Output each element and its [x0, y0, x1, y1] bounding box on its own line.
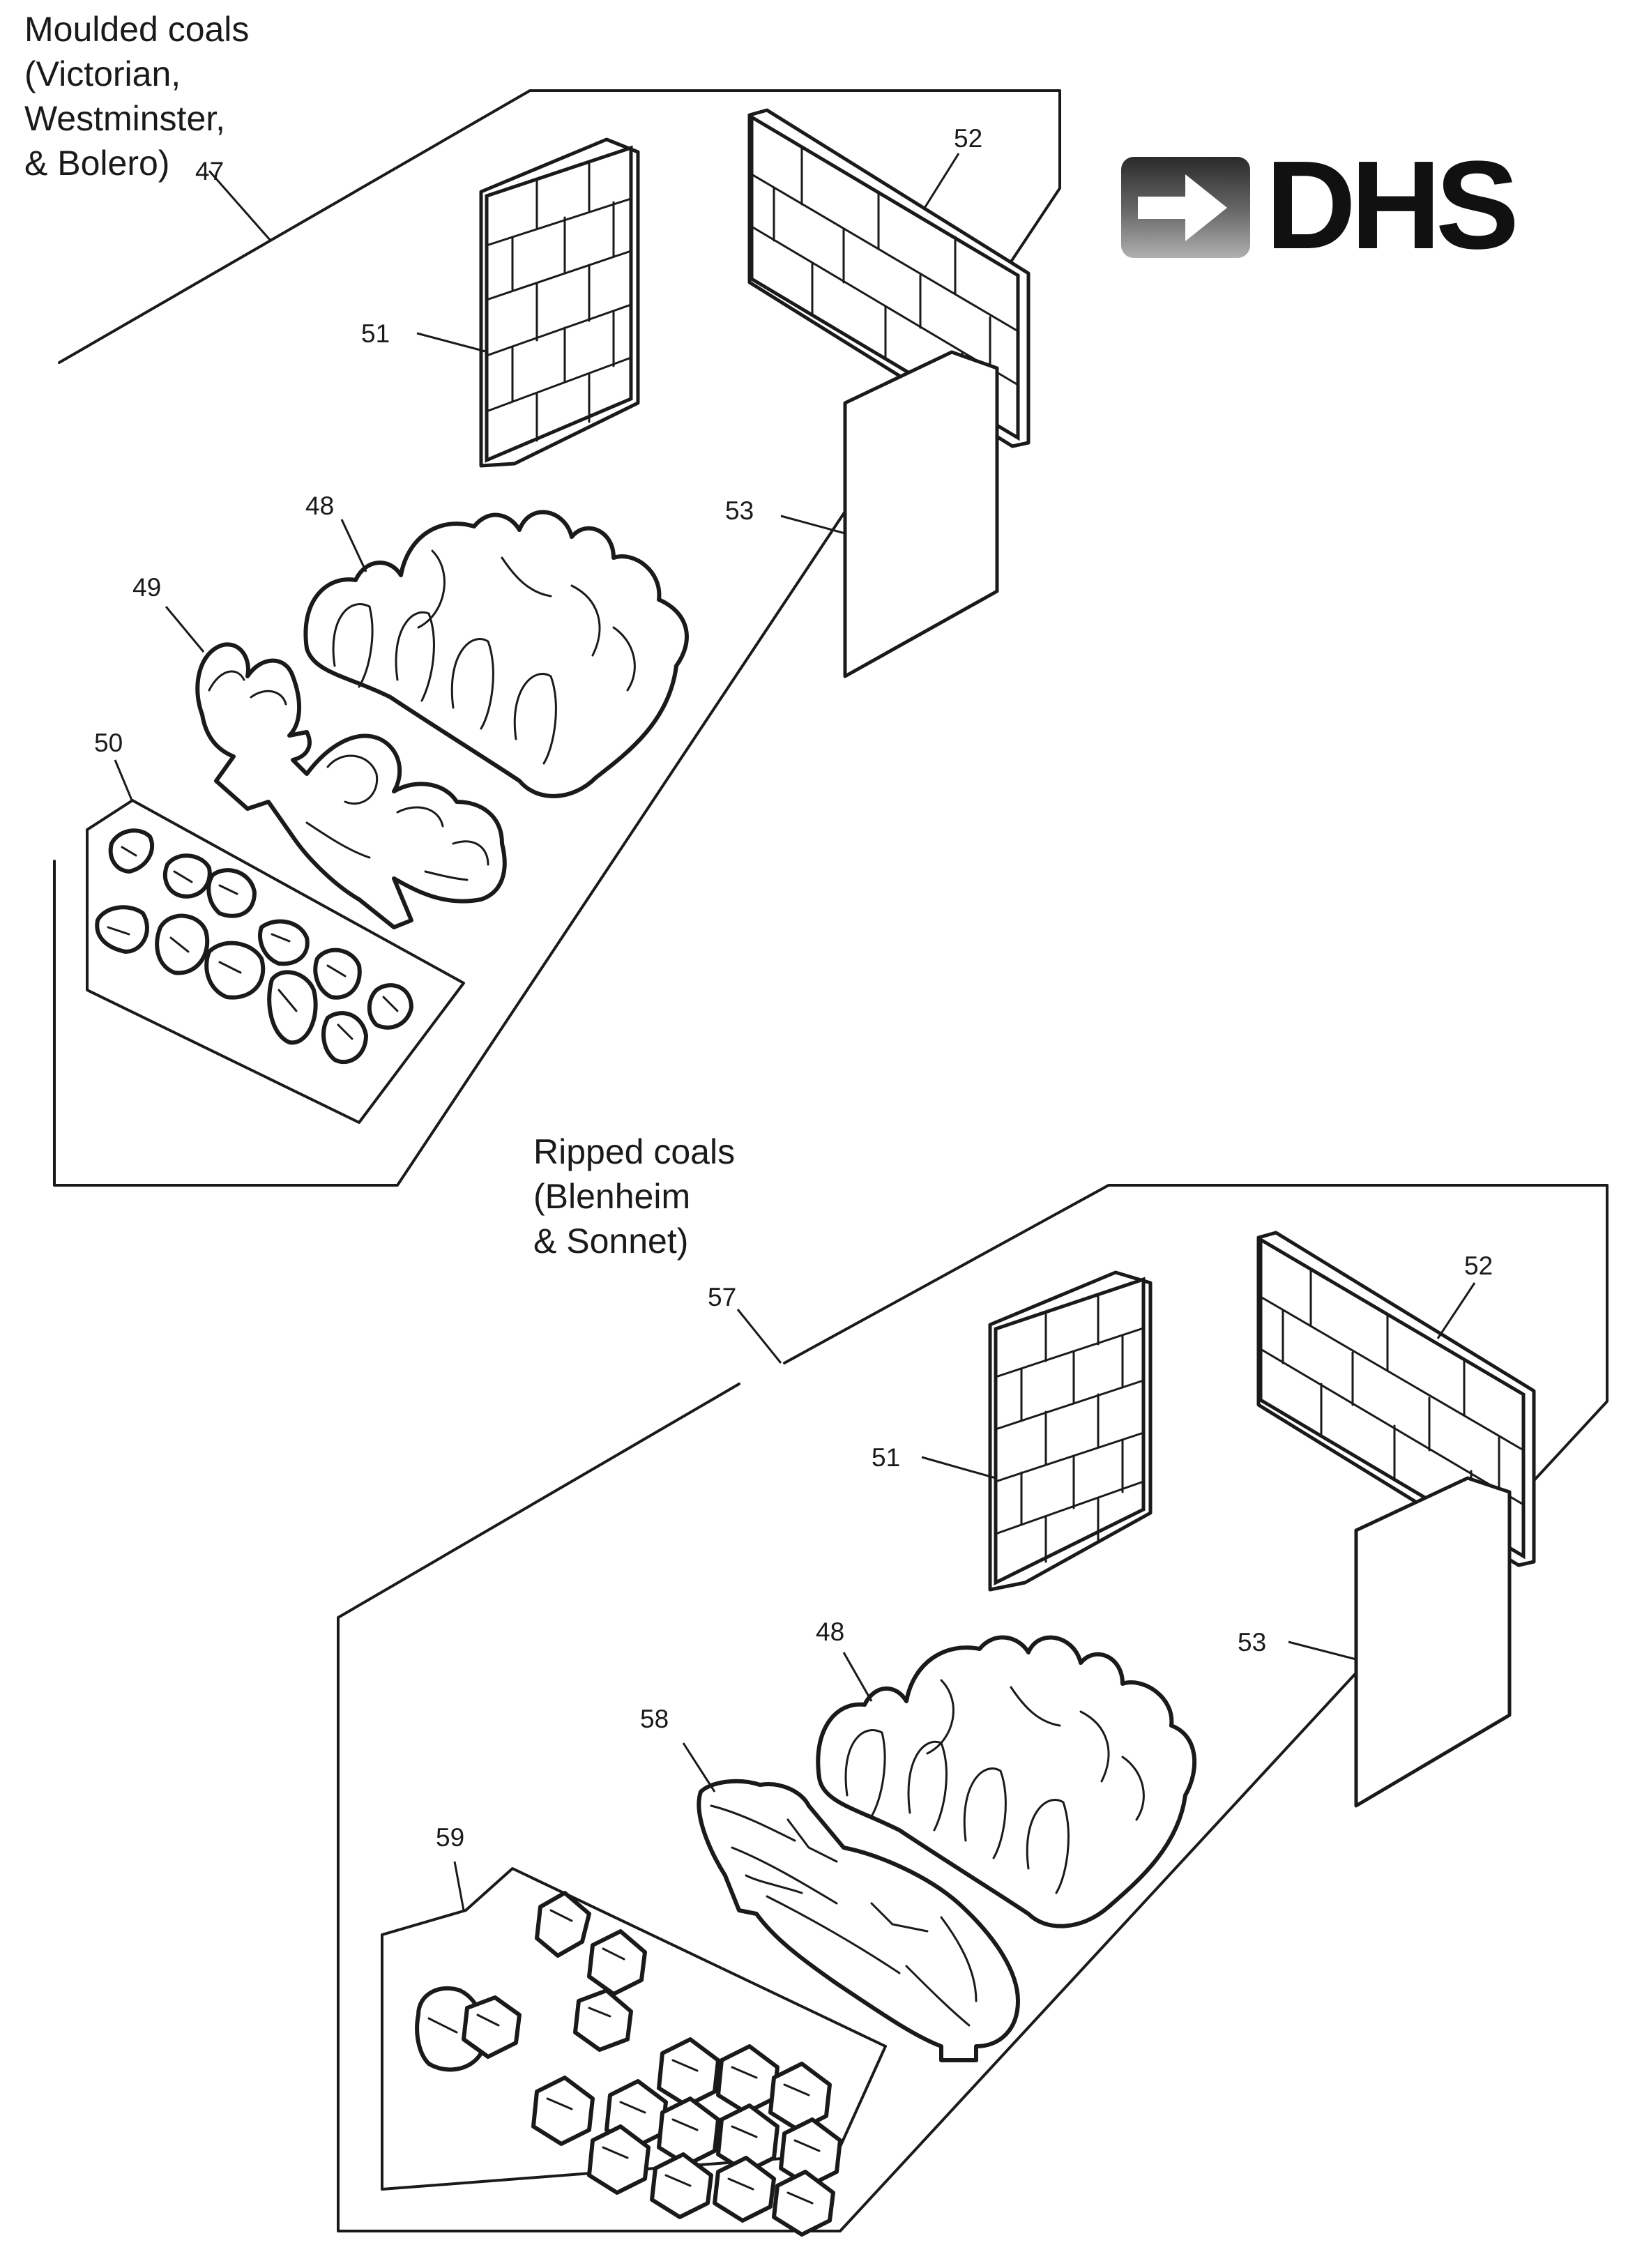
dhs-wordmark: DHS: [1265, 135, 1519, 275]
callout-57: 57: [708, 1283, 737, 1311]
callout-51-top: 51: [361, 319, 390, 348]
leader-48-lower: [842, 1652, 873, 1702]
callout-48-top: 48: [305, 492, 335, 520]
dhs-logo: [1121, 157, 1250, 258]
ripped-coals-heading: Ripped coals (Blenheim & Sonnet): [533, 1132, 736, 1261]
callout-53-top: 53: [725, 496, 754, 525]
leader-48-top: [340, 519, 367, 572]
callout-48-lower: 48: [816, 1618, 845, 1646]
loose-coal-tray-50: [86, 799, 465, 1124]
ripped-kit-outline: [337, 1184, 1609, 2232]
leader-51-lower: [921, 1456, 996, 1479]
loose-coal-tray-59: [381, 1867, 887, 2237]
callout-53-lower: 53: [1238, 1628, 1267, 1657]
leader-53-lower: [1288, 1641, 1357, 1661]
leader-59: [453, 1861, 465, 1911]
leader-47: [208, 170, 272, 241]
leader-52-top: [922, 153, 960, 210]
moulded-coals-heading: Moulded coals (Victorian, Westminster, &…: [24, 10, 250, 183]
callout-49: 49: [132, 573, 162, 602]
leader-58: [682, 1742, 716, 1793]
leader-50-top: [114, 759, 134, 802]
front-log-58: [697, 1779, 1020, 2062]
callout-50: 50: [94, 729, 123, 757]
coal-bed-48: [303, 510, 689, 798]
front-coal-row-49: [195, 642, 507, 929]
callout-52-top: 52: [954, 124, 983, 153]
callout-59: 59: [436, 1823, 465, 1852]
leader-52-lower: [1436, 1282, 1476, 1339]
side-brick-panel-51: [479, 137, 640, 468]
leader-57: [736, 1309, 782, 1364]
callout-52-lower: 52: [1464, 1251, 1493, 1280]
callout-58: 58: [640, 1705, 669, 1733]
moulded-kit-outline: [53, 89, 1061, 1187]
board-panel-53-lower: [1354, 1476, 1512, 1808]
callout-47: 47: [195, 157, 225, 185]
coal-bed-48-lower: [816, 1635, 1197, 1928]
leader-53-top: [780, 515, 846, 535]
leader-51-top: [416, 332, 489, 353]
callout-51-lower: 51: [872, 1443, 901, 1472]
board-panel-53: [843, 350, 999, 678]
side-brick-panel-51-lower: [988, 1270, 1153, 1592]
leader-49-top: [165, 606, 205, 653]
arrow-logo-icon: [1138, 174, 1227, 241]
